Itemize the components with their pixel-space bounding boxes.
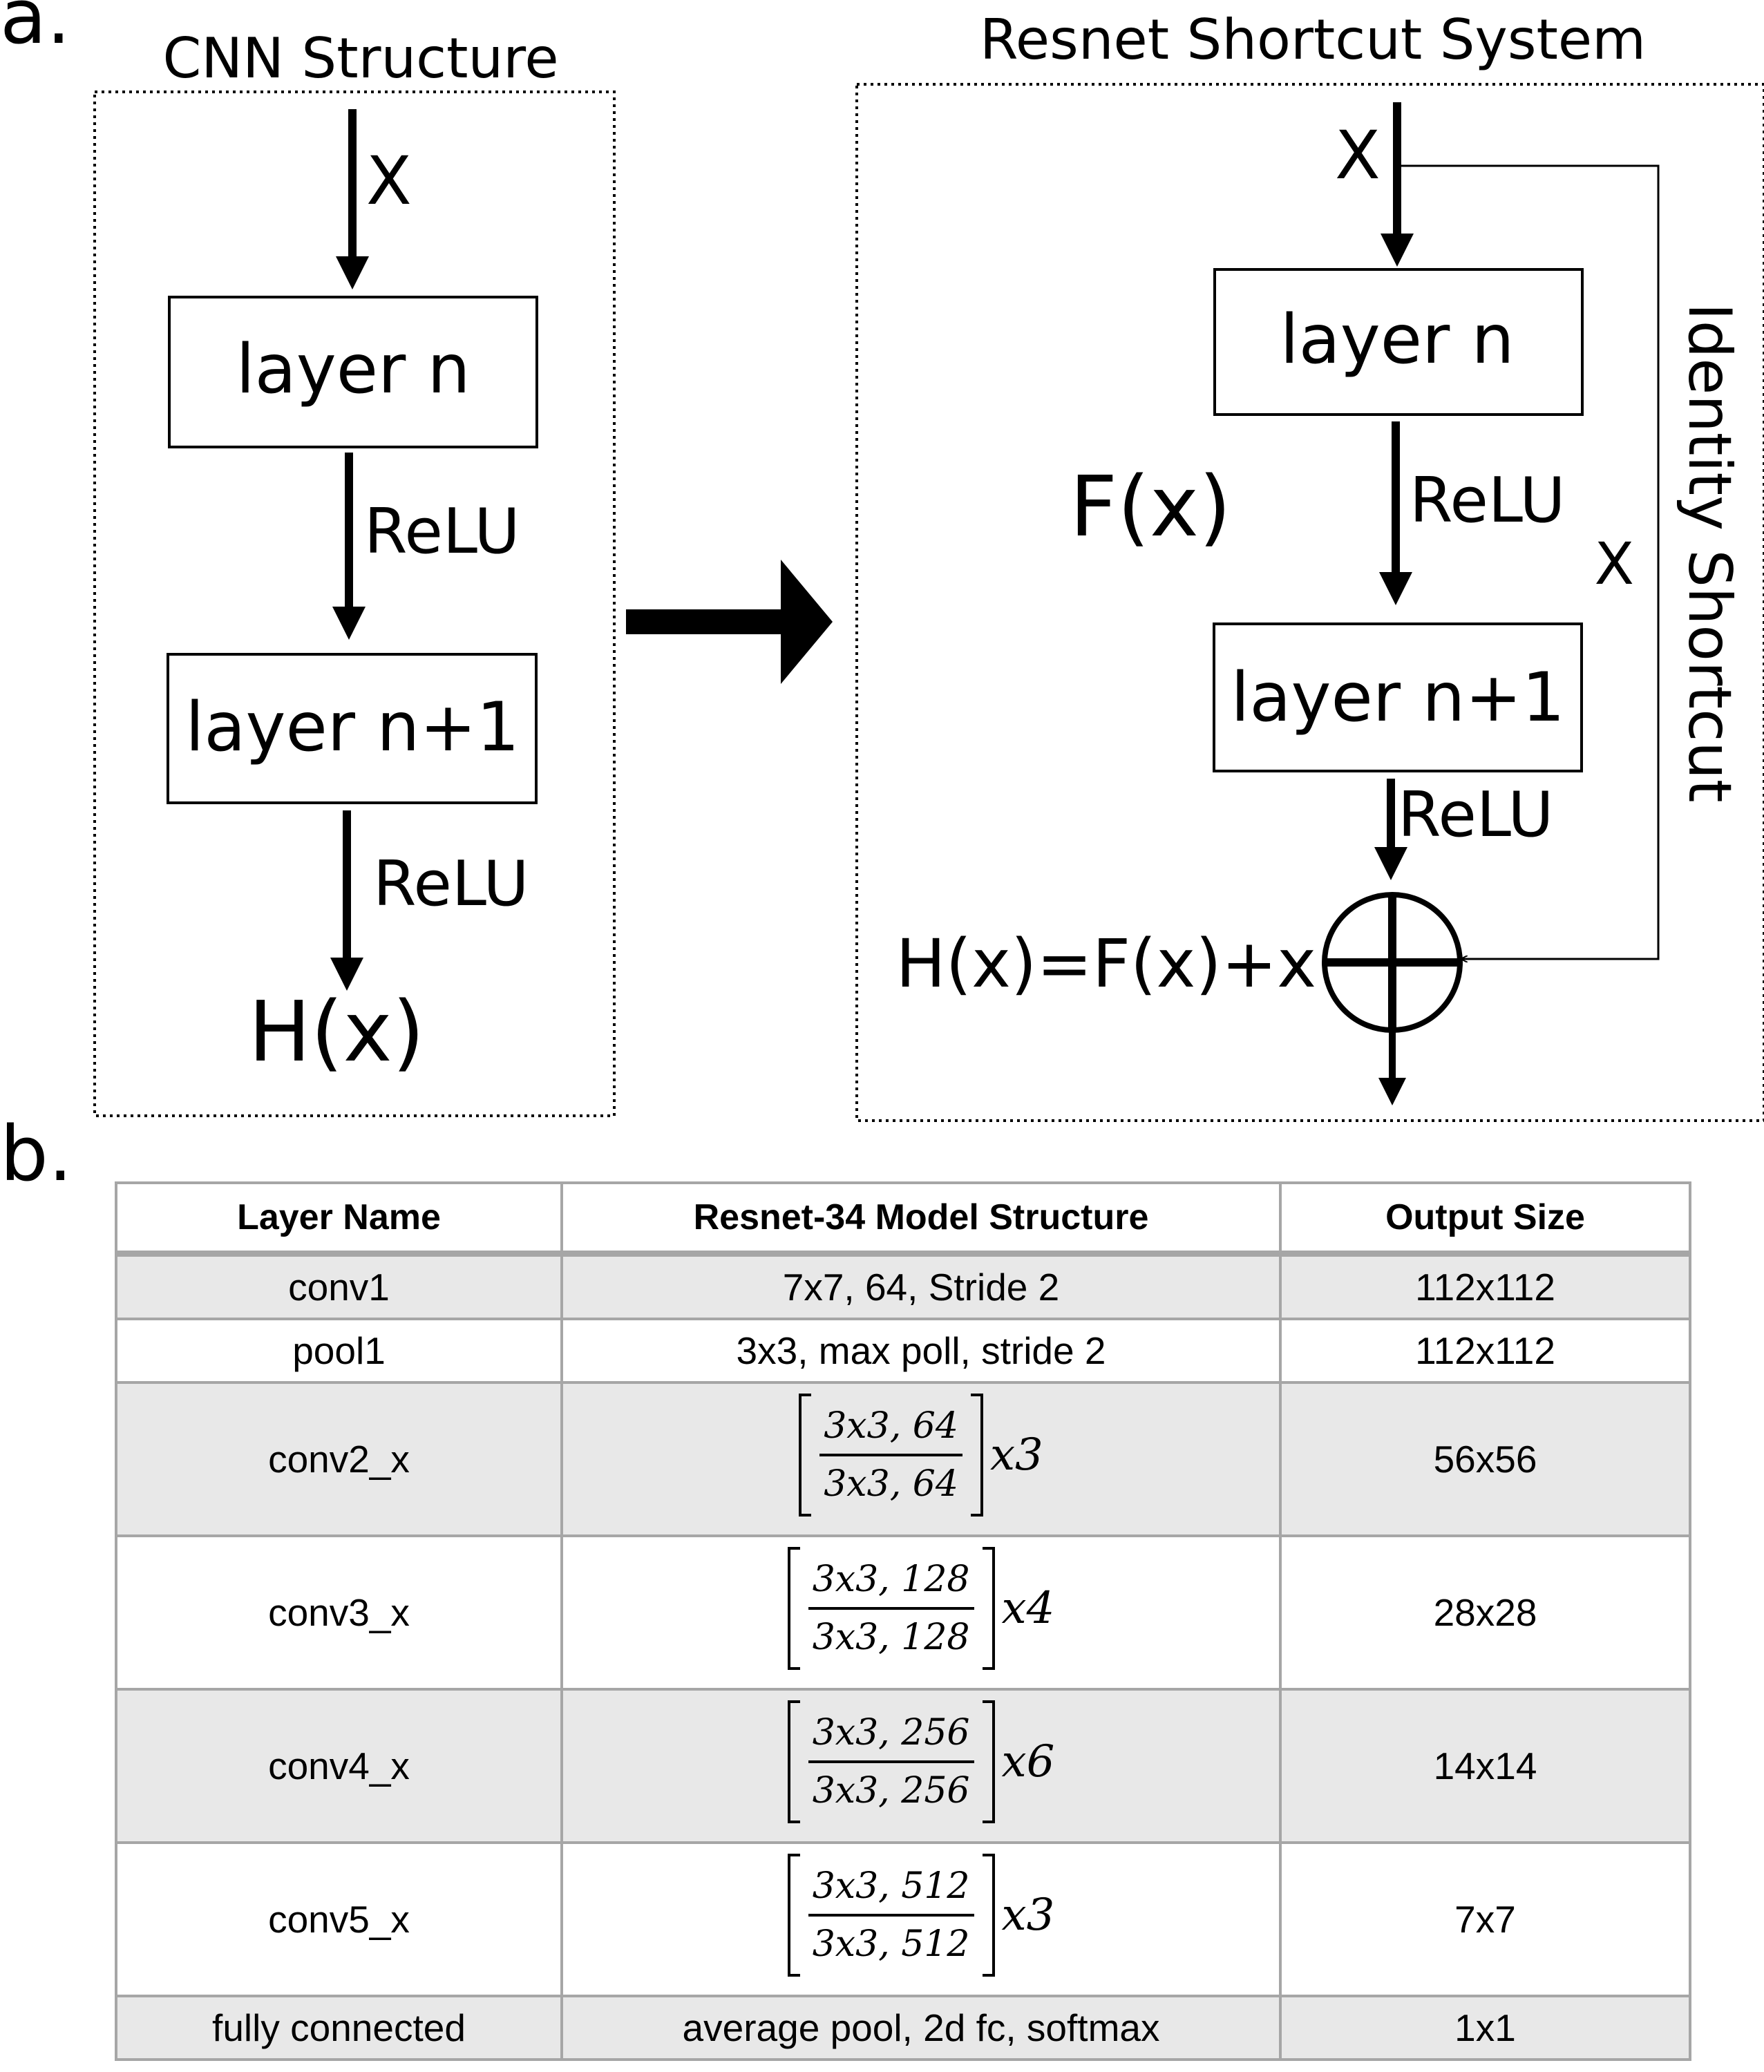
table-row: conv3_x 3x3, 128 3x3, 128 x4 28x28 (115, 1534, 1691, 1691)
header-model-structure: Resnet-34 Model Structure (560, 1181, 1282, 1257)
table-row: pool1 3x3, max poll, stride 2 112x112 (115, 1318, 1691, 1384)
cnn-structure: CNN Structure X layer n ReLU layer n+1 R… (93, 26, 616, 1117)
cell-structure: 3x3, max poll, stride 2 (560, 1318, 1282, 1384)
cnn-output-label: H(x) (249, 985, 425, 1081)
block-fraction: 3x3, 128 3x3, 128 (808, 1559, 974, 1658)
cell-output-size: 1x1 (1279, 1995, 1691, 2061)
resnet-layer-n-box (1213, 268, 1584, 416)
cell-structure: 3x3, 256 3x3, 256 x6 (560, 1688, 1282, 1844)
table-row: conv4_x 3x3, 256 3x3, 256 x6 14x14 (115, 1688, 1691, 1844)
panel-a-diagram: a. CNN Structure X layer n ReLU layer n+… (0, 0, 1764, 1122)
cell-structure: 3x3, 128 3x3, 128 x4 (560, 1534, 1282, 1691)
block-top: 3x3, 512 (808, 1865, 974, 1917)
block-matrix: 3x3, 128 3x3, 128 x4 (787, 1546, 1055, 1670)
cnn-layer-n-box (168, 296, 538, 448)
block-fraction: 3x3, 256 3x3, 256 (808, 1712, 974, 1812)
block-bottom: 3x3, 64 (824, 1463, 958, 1505)
left-bracket (787, 1546, 800, 1670)
resnet-layer-n1-label: layer n+1 (1231, 658, 1565, 737)
block-multiplier: x4 (1001, 1582, 1055, 1634)
right-bracket (982, 1546, 995, 1670)
resnet-relu2-label: ReLU (1398, 779, 1553, 851)
resnet-layer-n1-box (1213, 622, 1583, 772)
panel-b-label: b. (0, 1110, 73, 1198)
cell-layer-name: conv4_x (115, 1688, 563, 1844)
block-multiplier: x3 (989, 1429, 1043, 1481)
identity-shortcut-label: Identity Shortcut (1675, 303, 1744, 802)
identity-shortcut-line (1399, 164, 1660, 959)
block-matrix: 3x3, 256 3x3, 256 x6 (787, 1700, 1055, 1823)
block-multiplier: x3 (1001, 1889, 1055, 1941)
identity-shortcut-x-label: X (1594, 530, 1634, 598)
right-bracket (970, 1393, 983, 1517)
sum-node (1322, 892, 1463, 1033)
left-bracket (787, 1853, 800, 1977)
resnet-input-label: X (1335, 117, 1381, 194)
block-matrix: 3x3, 512 3x3, 512 x3 (787, 1853, 1055, 1977)
table-row: conv1 7x7, 64, Stride 2 112x112 (115, 1252, 1691, 1320)
block-matrix: 3x3, 64 3x3, 64 x3 (799, 1393, 1043, 1517)
cell-output-size: 112x112 (1279, 1318, 1691, 1384)
table-row: conv5_x 3x3, 512 3x3, 512 x3 7x7 (115, 1841, 1691, 1997)
sum-equation-label: H(x)=F(x)+x (895, 925, 1316, 1002)
cell-output-size: 14x14 (1279, 1688, 1691, 1844)
block-top: 3x3, 256 (808, 1712, 974, 1763)
cell-layer-name: conv1 (115, 1252, 563, 1320)
block-bottom: 3x3, 256 (812, 1769, 970, 1812)
cell-structure: 3x3, 512 3x3, 512 x3 (560, 1841, 1282, 1997)
cnn-layer-n-label: layer n (236, 330, 470, 409)
block-fraction: 3x3, 64 3x3, 64 (819, 1405, 962, 1505)
block-multiplier: x6 (1001, 1736, 1055, 1787)
cnn-frame (93, 91, 616, 1117)
table-header-row: Layer Name Resnet-34 Model Structure Out… (115, 1181, 1691, 1257)
panel-a-label: a. (0, 0, 70, 61)
cnn-title: CNN Structure (162, 26, 558, 91)
resnet-relu1-label: ReLU (1410, 464, 1565, 537)
cell-layer-name: conv5_x (115, 1841, 563, 1997)
cell-structure: average pool, 2d fc, softmax (560, 1995, 1282, 2061)
block-bottom: 3x3, 128 (812, 1616, 970, 1658)
table-row: conv2_x 3x3, 64 3x3, 64 x3 56x56 (115, 1381, 1691, 1537)
left-bracket (799, 1393, 812, 1517)
block-bottom: 3x3, 512 (812, 1923, 970, 1965)
block-top: 3x3, 64 (819, 1405, 962, 1456)
block-fraction: 3x3, 512 3x3, 512 (808, 1865, 974, 1965)
header-layer-name: Layer Name (115, 1181, 563, 1257)
cnn-layer-n1-box (167, 653, 538, 804)
cell-output-size: 112x112 (1279, 1252, 1691, 1320)
cell-layer-name: conv3_x (115, 1534, 563, 1691)
right-bracket (982, 1700, 995, 1823)
resnet-title: Resnet Shortcut System (980, 8, 1646, 72)
resnet-residual-label: F(x) (1070, 459, 1231, 555)
block-top: 3x3, 128 (808, 1559, 974, 1610)
transition-arrow (626, 560, 833, 684)
cell-output-size: 56x56 (1279, 1381, 1691, 1537)
cell-layer-name: fully connected (115, 1995, 563, 2061)
cnn-relu2-label: ReLU (373, 848, 529, 920)
table-row: fully connected average pool, 2d fc, sof… (115, 1995, 1691, 2061)
cell-layer-name: conv2_x (115, 1381, 563, 1537)
resnet34-structure-table: Layer Name Resnet-34 Model Structure Out… (115, 1181, 1691, 2061)
cell-layer-name: pool1 (115, 1318, 563, 1384)
cell-structure: 7x7, 64, Stride 2 (560, 1252, 1282, 1320)
cnn-layer-n1-label: layer n+1 (185, 688, 520, 767)
right-bracket (982, 1853, 995, 1977)
cell-structure: 3x3, 64 3x3, 64 x3 (560, 1381, 1282, 1537)
cnn-relu1-label: ReLU (364, 495, 520, 568)
resnet-layer-n-label: layer n (1280, 301, 1514, 379)
resnet-shortcut-system: Resnet Shortcut System X layer n F(x) Re… (855, 8, 1764, 1122)
header-output-size: Output Size (1279, 1181, 1691, 1257)
cell-output-size: 28x28 (1279, 1534, 1691, 1691)
left-bracket (787, 1700, 800, 1823)
cell-output-size: 7x7 (1279, 1841, 1691, 1997)
cnn-input-label: X (366, 142, 412, 220)
